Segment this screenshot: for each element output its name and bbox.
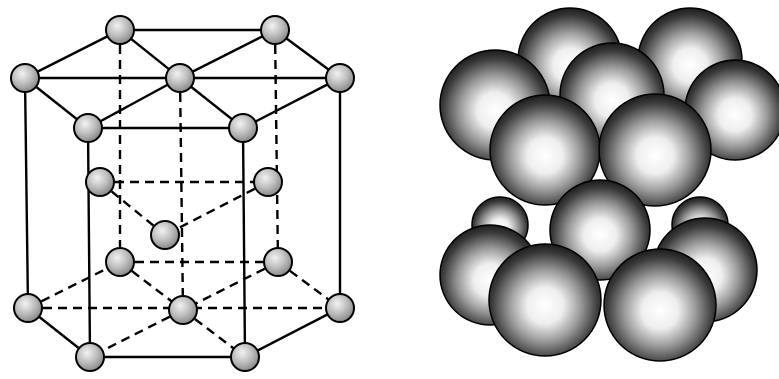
atom-ball (85, 167, 115, 197)
atom-ball (230, 342, 260, 372)
atom-ball (263, 247, 293, 277)
atom-ball (75, 342, 105, 372)
dashed-bond-line (178, 77, 185, 311)
atom-ball (325, 63, 355, 93)
atom-ball (13, 293, 43, 323)
packed-sphere (603, 248, 717, 362)
space-filling-panel (439, 7, 779, 362)
atom-ball (150, 220, 180, 250)
atom-ball (260, 15, 290, 45)
packed-sphere (488, 243, 602, 357)
atom-ball (105, 15, 135, 45)
dashed-bond-line (27, 260, 121, 310)
solid-bond-line (241, 127, 247, 358)
solid-bond-line (87, 76, 181, 130)
dashed-bond-line (273, 29, 280, 263)
dashed-bond-line (182, 260, 279, 312)
solid-bond-line (244, 306, 341, 359)
atom-ball (228, 113, 258, 143)
atom-ball (10, 63, 40, 93)
packed-sphere (598, 93, 712, 207)
atom-ball (325, 293, 355, 323)
dashed-bond-line (164, 180, 269, 237)
atom-ball (73, 113, 103, 143)
dashed-bond-line (89, 308, 184, 359)
atom-ball (253, 167, 283, 197)
solid-bond-line (86, 127, 92, 358)
solid-bond-line (179, 28, 276, 80)
atom-ball (105, 247, 135, 277)
solid-bond-line (24, 28, 121, 80)
atom-ball (168, 295, 198, 325)
solid-bond-line (242, 76, 341, 130)
ball-and-stick-panel (10, 15, 355, 372)
solid-bond-line (23, 77, 30, 309)
atom-ball (165, 63, 195, 93)
